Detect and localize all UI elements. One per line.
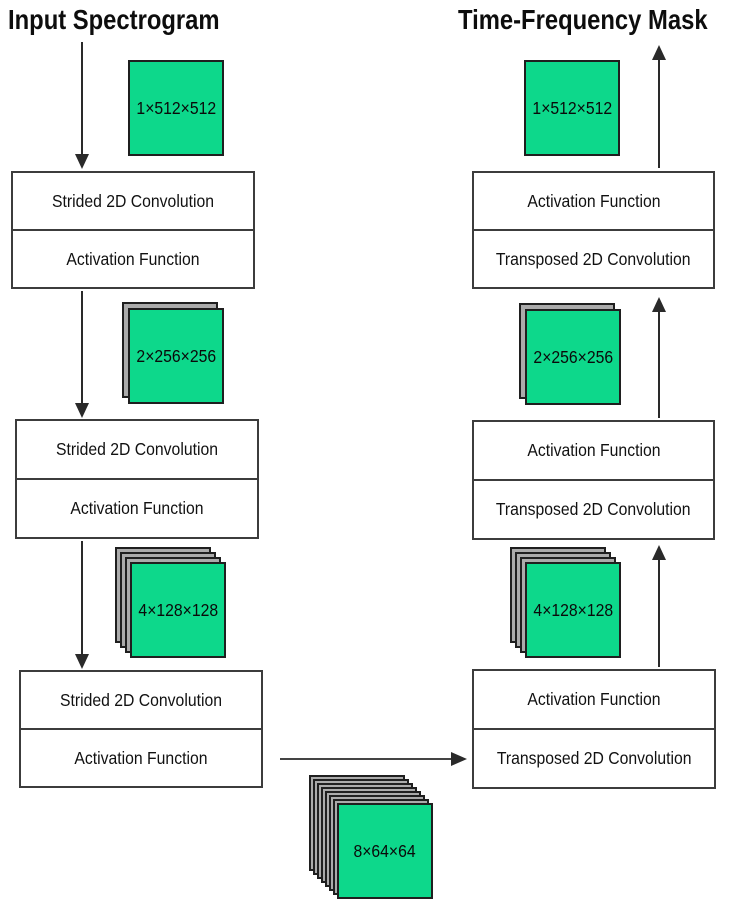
op-label: Strided 2D Convolution: [52, 190, 214, 211]
encoder-block-3: Strided 2D Convolution Activation Functi…: [19, 670, 263, 788]
op-label: Strided 2D Convolution: [56, 439, 218, 459]
arrowhead-right-icon: [451, 752, 467, 766]
arrow-encoder1-to-encoder2: [75, 291, 89, 418]
decoder-block-2: Activation Function Transposed 2D Convol…: [472, 420, 715, 540]
decoder-block-1: Activation Function Transposed 2D Convol…: [472, 171, 715, 289]
arrow-decoder3-to-decoder2: [652, 545, 666, 667]
tensor-shape-label: 2×256×256: [136, 345, 216, 366]
arrow-encoder3-to-decoder3: [280, 752, 467, 766]
decoder-block-1-op-1: Activation Function: [474, 173, 713, 229]
decoder-tensor-2-stack: 2×256×256: [519, 303, 621, 405]
arrow-shaft: [658, 59, 660, 168]
decoder-block-3-op-2: Transposed 2D Convolution: [474, 728, 714, 787]
tensor-shape-label: 8×64×64: [353, 840, 417, 861]
arrowhead-down-icon: [75, 154, 89, 169]
encoder-block-1-op-2: Activation Function: [13, 229, 253, 287]
encoder-block-2-op-2: Activation Function: [17, 478, 257, 537]
op-label: Activation Function: [70, 498, 204, 518]
encoder-block-1: Strided 2D Convolution Activation Functi…: [11, 171, 255, 289]
arrowhead-up-icon: [652, 45, 666, 60]
op-label: Transposed 2D Convolution: [496, 499, 691, 519]
arrow-shaft: [81, 42, 83, 155]
decoder-tensor-2: 2×256×256: [525, 309, 621, 405]
op-label: Activation Function: [526, 440, 661, 460]
decoder-block-1-op-2: Transposed 2D Convolution: [474, 229, 713, 287]
encoder-block-3-op-2: Activation Function: [21, 728, 261, 786]
encoder-tensor-3: 4×128×128: [130, 562, 226, 658]
encoder-tensor-1-stack: 1×512×512: [128, 60, 224, 156]
encoder-block-2-op-1: Strided 2D Convolution: [17, 421, 257, 478]
encoder-tensor-3-stack: 4×128×128: [115, 547, 226, 658]
arrow-decoder1-to-output: [652, 45, 666, 168]
tensor-shape-label: 4×128×128: [138, 599, 218, 620]
decoder-column-title: Time-Frequency Mask: [458, 4, 708, 35]
op-label: Transposed 2D Convolution: [496, 248, 691, 269]
decoder-tensor-3: 4×128×128: [525, 562, 621, 658]
arrow-input-to-encoder1: [75, 42, 89, 169]
encoder-column-title: Input Spectrogram: [8, 4, 220, 35]
encoder-tensor-2: 2×256×256: [128, 308, 224, 404]
arrow-shaft: [658, 311, 660, 418]
tensor-shape-label: 1×512×512: [532, 97, 612, 118]
tensor-shape-label: 4×128×128: [533, 599, 613, 620]
decoder-tensor-3-stack: 4×128×128: [510, 547, 621, 658]
arrow-shaft: [280, 758, 452, 760]
encoder-tensor-2-stack: 2×256×256: [122, 302, 224, 404]
op-label: Activation Function: [526, 190, 661, 211]
decoder-block-3-op-1: Activation Function: [474, 671, 714, 728]
decoder-block-2-op-1: Activation Function: [474, 422, 713, 479]
encoder-tensor-1: 1×512×512: [128, 60, 224, 156]
tensor-shape-label: 2×256×256: [533, 346, 613, 367]
decoder-tensor-1: 1×512×512: [524, 60, 620, 156]
arrow-decoder2-to-decoder1: [652, 297, 666, 418]
encoder-block-2: Strided 2D Convolution Activation Functi…: [15, 419, 259, 539]
tensor-shape-label: 1×512×512: [136, 97, 216, 118]
arrow-encoder2-to-encoder3: [75, 541, 89, 669]
arrow-shaft: [81, 541, 83, 655]
op-label: Activation Function: [66, 248, 200, 269]
bottleneck-tensor: 8×64×64: [337, 803, 433, 899]
arrowhead-up-icon: [652, 297, 666, 312]
arrowhead-down-icon: [75, 403, 89, 418]
arrow-shaft: [81, 291, 83, 404]
decoder-tensor-1-stack: 1×512×512: [524, 60, 620, 156]
op-label: Strided 2D Convolution: [60, 689, 222, 710]
encoder-block-3-op-1: Strided 2D Convolution: [21, 672, 261, 728]
decoder-block-3: Activation Function Transposed 2D Convol…: [472, 669, 716, 789]
op-label: Activation Function: [74, 747, 208, 768]
decoder-block-2-op-2: Transposed 2D Convolution: [474, 479, 713, 538]
arrow-shaft: [658, 559, 660, 667]
encoder-block-1-op-1: Strided 2D Convolution: [13, 173, 253, 229]
arrowhead-down-icon: [75, 654, 89, 669]
op-label: Transposed 2D Convolution: [496, 748, 692, 768]
bottleneck-tensor-stack: 8×64×64: [309, 775, 433, 899]
op-label: Activation Function: [527, 689, 661, 709]
arrowhead-up-icon: [652, 545, 666, 560]
